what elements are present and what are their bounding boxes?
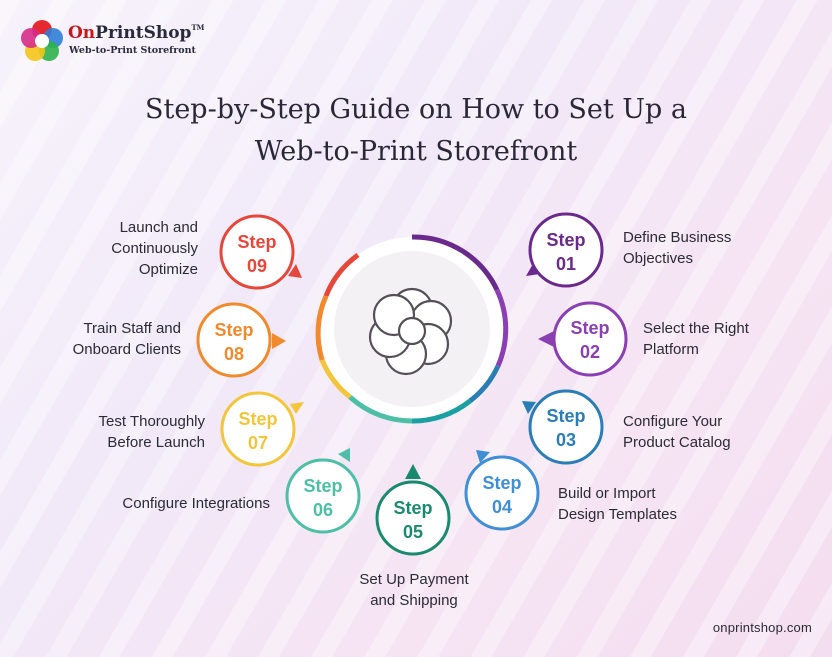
step-06-number: 06 [313,500,333,520]
logo-flower-icon [21,20,63,61]
step-04-node: Step 04 [464,450,540,531]
step-03-word: Step [546,406,585,426]
brand-tagline: Web-to-Print Storefront [69,45,196,56]
step-06-word: Step [303,476,342,496]
step-07-word: Step [238,409,277,429]
step-03-node: Step 03 [522,389,604,465]
step-02-node: Step 02 [538,301,628,377]
step-06-node: Step 06 [285,448,361,534]
step-04-word: Step [482,473,521,493]
center-ring [315,234,509,424]
step-01-number: 01 [556,254,576,274]
step-09-word: Step [237,232,276,252]
footer-website-link[interactable]: onprintshop.com [712,620,812,635]
step-04-number: 04 [492,497,512,517]
step-09-node: Step 09 [219,214,302,290]
page-title-line2: Web-to-Print Storefront [254,136,578,167]
step-02-word: Step [570,318,609,338]
step-05-node: Step 05 [375,464,451,556]
step-02-number: 02 [580,342,600,362]
step-09-number: 09 [247,256,267,276]
step-08-word: Step [214,320,253,340]
step-01-word: Step [546,230,585,250]
brand-logo[interactable]: OnPrintShopTM Web-to-Print Storefront [20,19,220,64]
step-07-number: 07 [248,433,268,453]
step-05-word: Step [393,498,432,518]
brand-name: OnPrintShopTM [68,23,205,43]
step-05-number: 05 [403,522,423,542]
step-01-node: Step 01 [526,212,604,288]
center-flower-icon [368,287,453,376]
page-title-line1: Step-by-Step Guide on How to Set Up a [144,94,688,125]
step-08-node: Step 08 [196,302,286,378]
step-08-number: 08 [224,344,244,364]
step-07-node: Step 07 [220,391,304,467]
step-03-number: 03 [556,430,576,450]
step-06-label: Configure Integrations [122,495,270,512]
